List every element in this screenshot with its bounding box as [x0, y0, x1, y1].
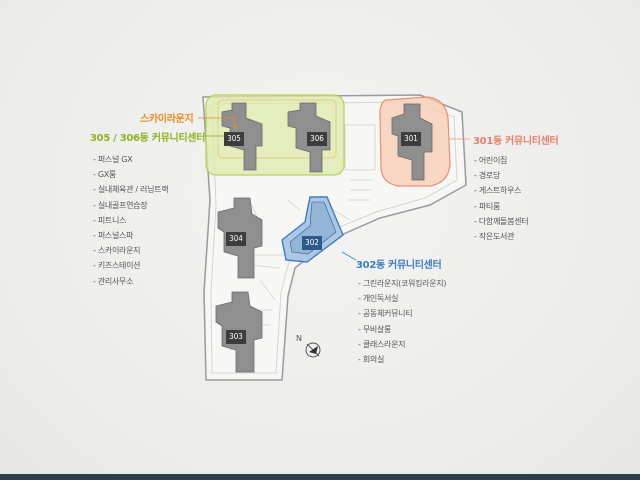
list-item: 실내체육관 / 러닝트랙 — [93, 182, 169, 197]
list-item: 경로당 — [474, 168, 528, 183]
list-item: 실내골프연습장 — [93, 198, 168, 213]
list-item: 작은도서관 — [474, 229, 528, 244]
list-item: 회의실 — [358, 352, 446, 367]
list-item: 다함께돌봄센터 — [474, 214, 529, 229]
community-305-306-list: 퍼스널 GX GX룸 실내체육관 / 러닝트랙 실내골프연습장 피트니스 퍼스널… — [93, 152, 169, 289]
list-item: GX룸 — [93, 167, 168, 182]
sky-lounge-dot — [233, 125, 237, 129]
community-305-306-title: 305 / 306동 커뮤니티센터 — [90, 133, 206, 144]
building-label-303: 303 — [226, 330, 246, 344]
list-item: 공동체커뮤니티 — [358, 306, 446, 321]
community-302-list: 그린라운지(코워킹라운지) 개인독서실 공동체커뮤니티 무비살롱 클래스라운지 … — [358, 276, 447, 367]
sky-lounge-title: 스카이라운지 — [140, 114, 194, 125]
building-label-306: 306 — [307, 132, 327, 146]
list-item: 클래스라운지 — [358, 337, 446, 352]
list-item: 관리사무소 — [93, 274, 168, 289]
list-item: 개인독서실 — [358, 291, 446, 306]
list-item: 무비살롱 — [358, 322, 446, 337]
list-item: 퍼스널 GX — [93, 152, 168, 167]
list-item: 그린라운지(코워킹라운지) — [358, 276, 447, 291]
list-item: 키즈스테이션 — [93, 258, 168, 273]
sky-lounge-zone — [217, 99, 337, 159]
list-item: 퍼스널스파 — [93, 228, 168, 243]
building-label-305: 305 — [224, 132, 244, 146]
site-detail-lines — [344, 124, 376, 201]
community-302-leader — [341, 251, 357, 261]
bottom-bar — [0, 474, 640, 480]
building-302 — [289, 201, 337, 255]
list-item: 스카이라운지 — [93, 243, 168, 258]
community-301-title: 301동 커뮤니티센터 — [473, 136, 559, 147]
building-label-302: 302 — [302, 236, 322, 250]
list-item: 게스트하우스 — [474, 183, 528, 198]
building-label-301: 301 — [401, 132, 421, 146]
north-arrow-icon — [305, 342, 321, 358]
site-detail-lines-2 — [229, 254, 285, 351]
list-item: 파티룸 — [474, 199, 528, 214]
list-item: 어린이집 — [474, 153, 528, 168]
building-label-304: 304 — [226, 232, 246, 246]
compass-letter: N — [296, 334, 302, 343]
list-item: 피트니스 — [93, 213, 168, 228]
community-301-list: 어린이집 경로당 게스트하우스 파티룸 다함께돌봄센터 작은도서관 — [474, 153, 529, 244]
community-302-title: 302동 커뮤니티센터 — [356, 260, 442, 271]
